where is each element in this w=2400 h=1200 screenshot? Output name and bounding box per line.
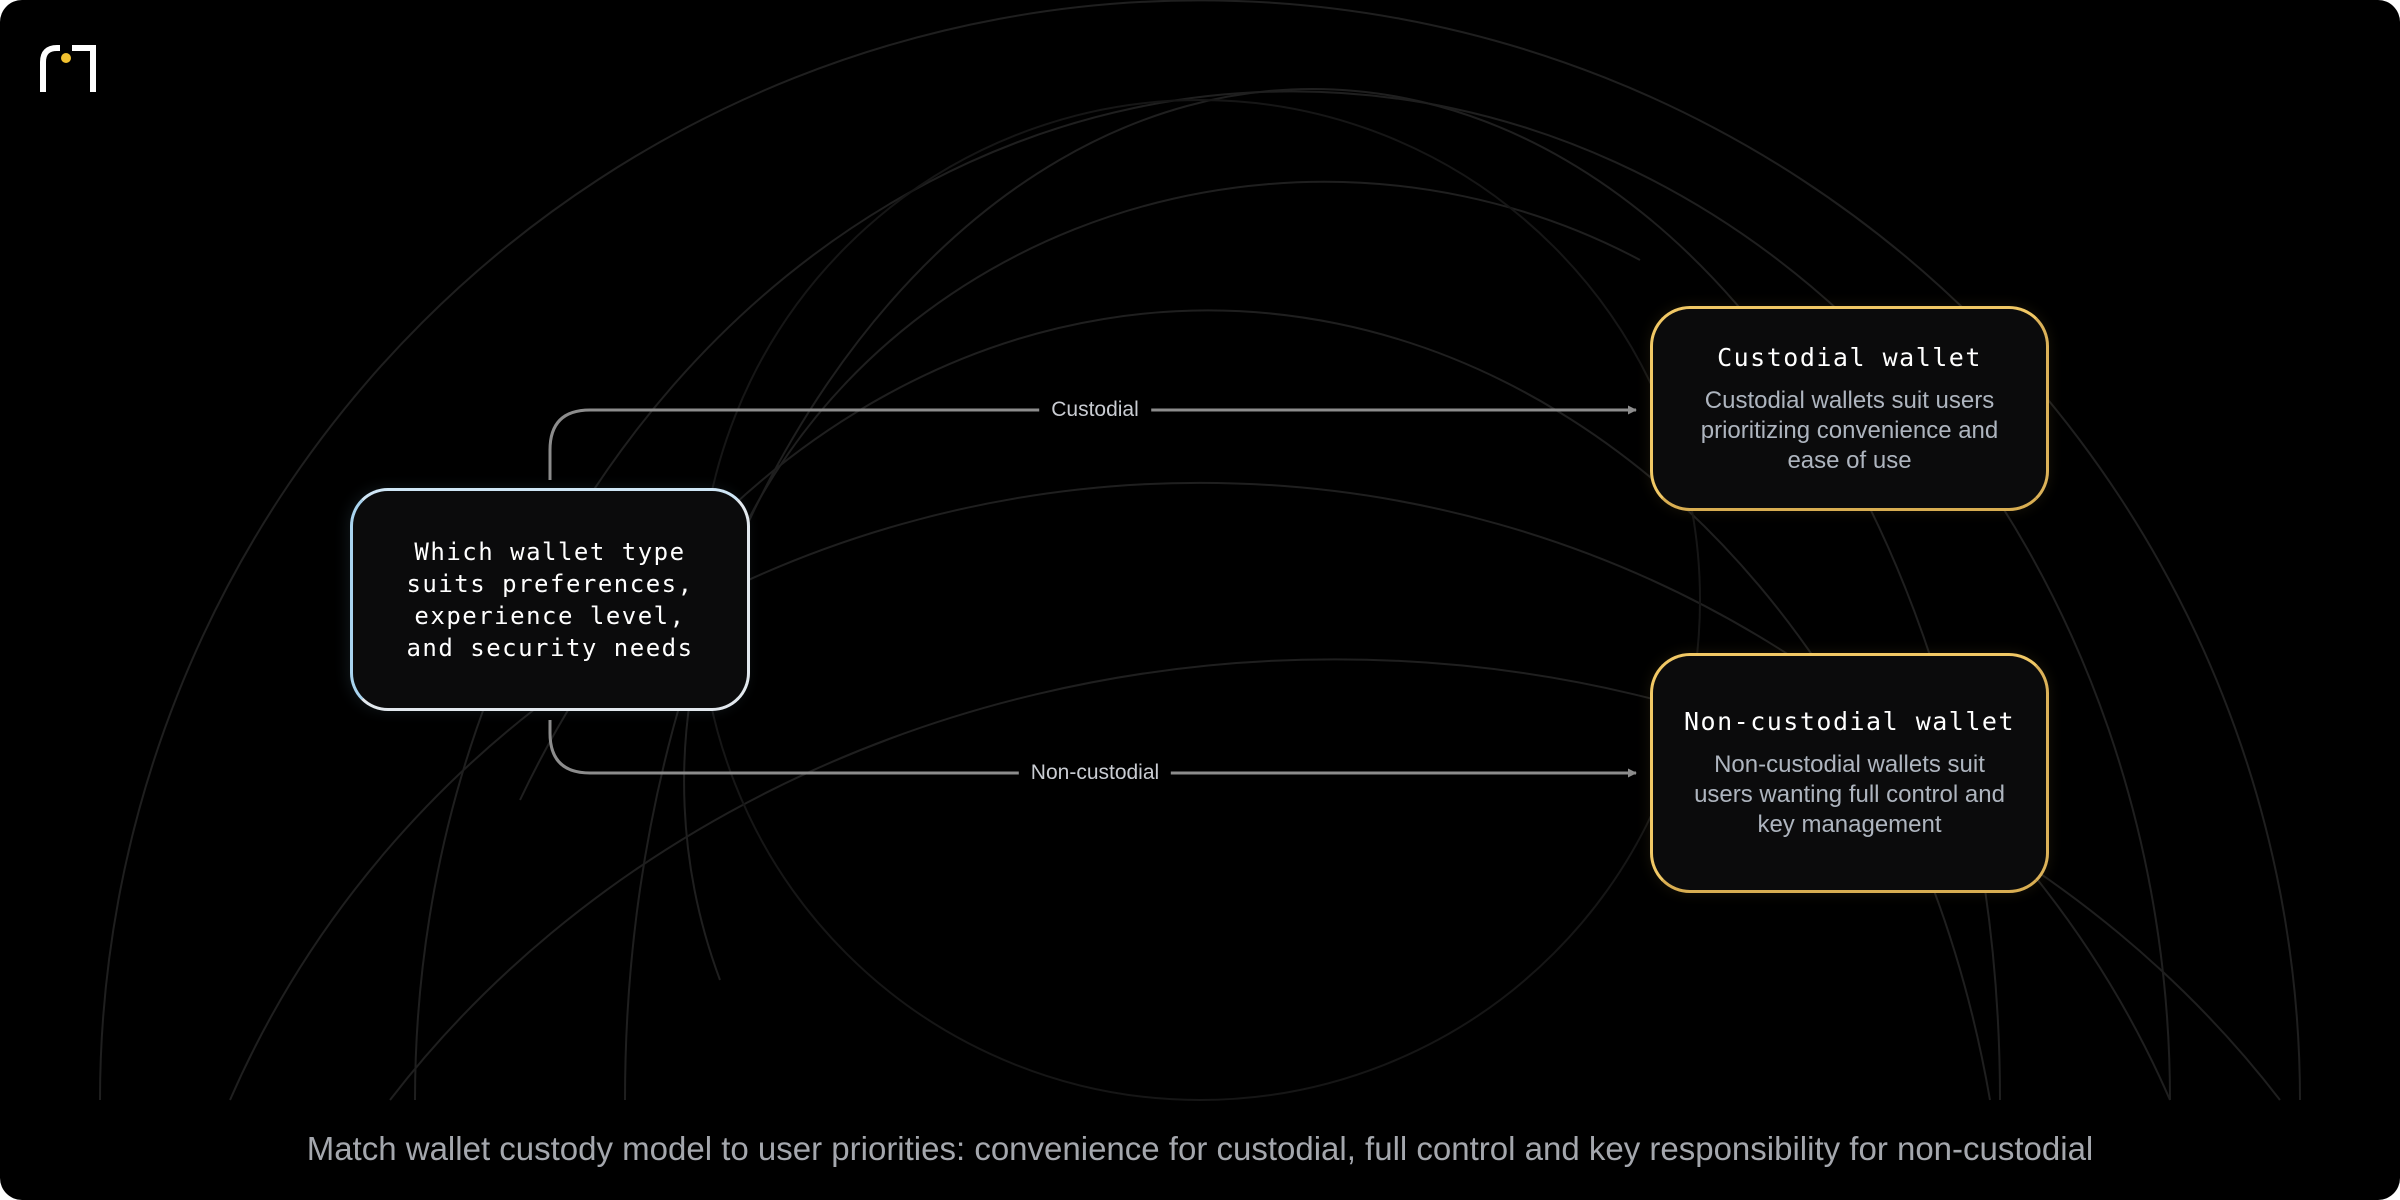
question-node: Which wallet type suits preferences, exp… bbox=[350, 488, 750, 711]
brand-logo-icon bbox=[40, 45, 96, 92]
noncustodial-wallet-description: Non-custodial wallets suit users wanting… bbox=[1694, 751, 2005, 838]
noncustodial-wallet-node: Non-custodial wallet Non-custodial walle… bbox=[1650, 653, 2049, 893]
diagram-caption: Match wallet custody model to user prior… bbox=[306, 1130, 2094, 1167]
noncustodial-wallet-title: Non-custodial wallet bbox=[1683, 707, 2016, 736]
edge-label-custodial: Custodial bbox=[1039, 397, 1151, 423]
custodial-wallet-node: Custodial wallet Custodial wallets suit … bbox=[1650, 306, 2049, 511]
question-text: Which wallet type suits preferences, exp… bbox=[406, 537, 694, 662]
custodial-wallet-description: Custodial wallets suit users prioritizin… bbox=[1700, 386, 1999, 474]
custodial-wallet-title: Custodial wallet bbox=[1717, 342, 1982, 372]
connector-noncustodial bbox=[548, 720, 1637, 778]
edge-label-noncustodial: Non-custodial bbox=[1018, 760, 1172, 786]
connector-custodial bbox=[548, 405, 1637, 480]
